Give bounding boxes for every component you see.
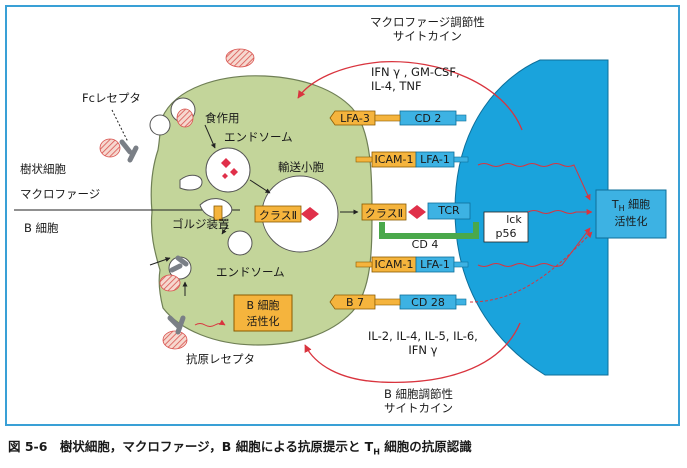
endosome-top-label: エンドソーム xyxy=(224,130,293,144)
cytokines-bottom: IL-2, IL-4, IL-5, IL-6, IFN γ xyxy=(368,329,478,357)
class2-inside: クラスⅡ xyxy=(258,209,298,222)
p56-label: p56 xyxy=(495,227,517,240)
cd2-label: CD 2 xyxy=(414,112,442,125)
antigen-hatched-2 xyxy=(176,108,194,128)
b-cell-label: B 細胞 xyxy=(24,221,59,235)
antigen-peptide-surface xyxy=(408,205,426,219)
icam1-top-label: ICAM-1 xyxy=(374,153,414,166)
lfa1-top-label: LFA-1 xyxy=(420,153,450,166)
dendritic-cell-label: 樹状細胞 xyxy=(20,162,66,176)
th-activation-label: TH 細胞 活性化 xyxy=(611,198,651,229)
b-cell-cytokine-label: B 細胞調節性 サイトカイン xyxy=(384,387,454,415)
golgi-label: ゴルジ装置 xyxy=(172,217,230,231)
b-cell-activation-label: B 細胞 活性化 xyxy=(246,299,280,328)
macrophage-cytokine-label: マクロファージ調節性 サイトカイン xyxy=(370,15,485,43)
top-arc-arrow xyxy=(297,60,523,131)
tcr-label: TCR xyxy=(438,204,460,217)
antigen-receptor-y xyxy=(167,315,186,335)
antigen-hatched-1 xyxy=(225,48,255,68)
transport-vesicle-label: 輸送小胞 xyxy=(278,160,324,174)
b-cell-activation-box xyxy=(233,294,293,332)
macrophage-label: マクロファージ xyxy=(20,187,101,201)
figure-caption: 図 5-6 樹状細胞，マクロファージ，B 細胞による抗原提示と TH 細胞の抗原… xyxy=(8,439,472,457)
fc-receptor-label: Fcレセプタ xyxy=(82,91,141,105)
cytokines-top: IFN γ , GM-CSF, IL-4, TNF xyxy=(371,65,460,93)
antigen-receptor-label: 抗原レセプタ xyxy=(186,352,255,366)
cd4-label: CD 4 xyxy=(411,238,439,251)
t-cell xyxy=(454,59,609,376)
cd28-label: CD 28 xyxy=(411,296,445,309)
lfa1-bottom-label: LFA-1 xyxy=(420,258,450,271)
endosome-bottom-label: エンドソーム xyxy=(216,265,285,279)
lfa3-label: LFA-3 xyxy=(340,112,370,125)
bottom-arc-arrow xyxy=(304,322,521,384)
fc-receptor-y xyxy=(119,139,139,163)
b7-label: B 7 xyxy=(345,296,365,309)
antigen-hatched-3 xyxy=(99,138,121,158)
cd4-bar xyxy=(379,222,479,239)
lck-label: lck xyxy=(506,213,522,226)
endosome-top xyxy=(205,147,251,193)
antigen-peptide-inner xyxy=(301,207,319,221)
phagocytosis-label: 食作用 xyxy=(205,111,240,125)
class2-surface: クラスⅡ xyxy=(364,207,404,220)
antigen-hatched-4 xyxy=(159,274,181,292)
icam1-bottom-label: ICAM-1 xyxy=(374,258,414,271)
antigen-hatched-5 xyxy=(162,330,188,350)
th-activation-box xyxy=(595,189,667,239)
